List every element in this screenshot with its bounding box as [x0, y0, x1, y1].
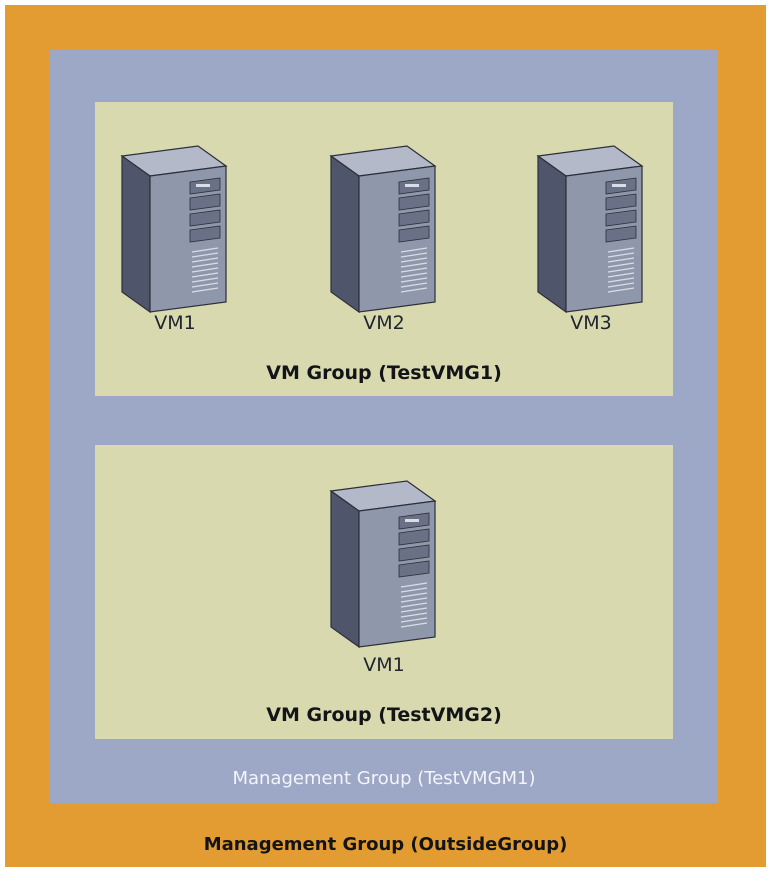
- server-tower-icon: [329, 144, 439, 314]
- vm-group-label: VM Group (TestVMG1): [266, 362, 502, 384]
- management-group-label: Management Group (TestVMGM1): [232, 768, 536, 789]
- outside-management-group: VM1 VM2 VM3 VM Group (TestVMG1) VM1 VM G…: [5, 5, 766, 867]
- outside-group-label: Management Group (OutsideGroup): [203, 834, 568, 855]
- management-group-testvmgm1: VM1 VM2 VM3 VM Group (TestVMG1) VM1 VM G…: [50, 50, 718, 803]
- vm-group-testvmg1: VM1 VM2 VM3 VM Group (TestVMG1): [95, 102, 673, 396]
- vm-group-label: VM Group (TestVMG2): [266, 704, 502, 726]
- vm-label: VM1: [363, 654, 405, 676]
- vm-label: VM1: [154, 312, 196, 334]
- server-tower-icon: [329, 479, 439, 649]
- vm-label: VM2: [363, 312, 405, 334]
- vm-group-testvmg2: VM1 VM Group (TestVMG2): [95, 445, 673, 739]
- server-tower-icon: [536, 144, 646, 314]
- vm-label: VM3: [570, 312, 612, 334]
- server-tower-icon: [120, 144, 230, 314]
